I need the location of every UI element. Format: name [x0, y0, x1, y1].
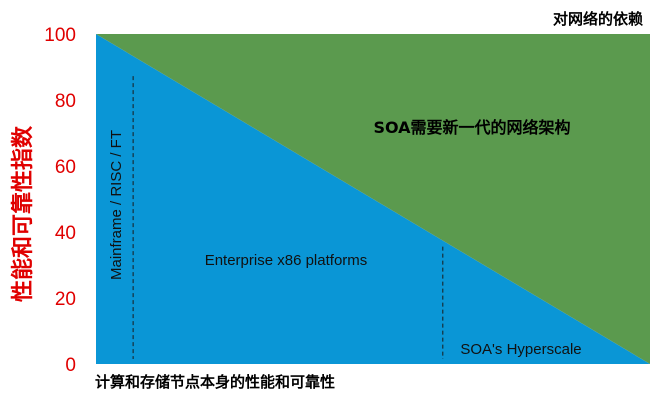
y-tick-label: 80 — [55, 91, 76, 112]
y-tick-label: 20 — [55, 289, 76, 310]
enterprise-x86-label: Enterprise x86 platforms — [205, 252, 368, 269]
mainframe-label: Mainframe / RISC / FT — [108, 130, 125, 280]
y-tick-label: 40 — [55, 223, 76, 244]
y-tick-label: 60 — [55, 157, 76, 178]
hyperscale-label: SOA's Hyperscale — [460, 341, 581, 358]
y-tick-label: 100 — [44, 25, 76, 46]
y-axis-label: 性能和可靠性指数 — [10, 125, 36, 302]
y-tick-label: 0 — [65, 355, 76, 376]
soa-region-label: SOA需要新一代的网络架构 — [373, 118, 570, 137]
top-dependency-label: 对网络的依赖 — [553, 10, 643, 28]
y-axis-ticks: 0 20 40 60 80 100 — [44, 25, 76, 376]
x-axis-label: 计算和存储节点本身的性能和可靠性 — [95, 373, 335, 391]
soa-network-region — [96, 34, 650, 364]
